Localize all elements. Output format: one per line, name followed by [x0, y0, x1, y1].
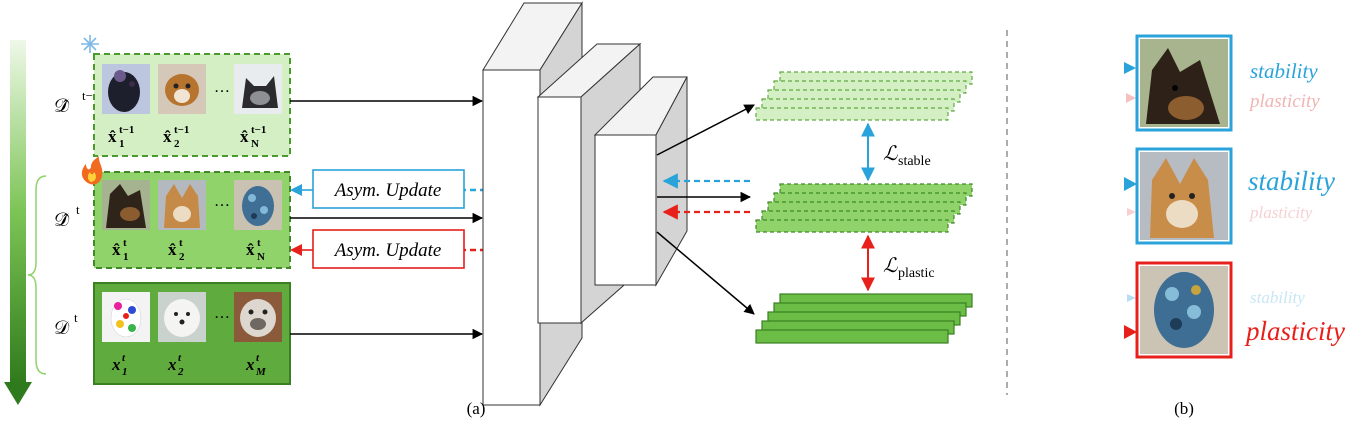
- svg-text:x̂: x̂: [246, 240, 255, 259]
- westie-thumbnail: [158, 292, 206, 342]
- ellipsis-real: …: [214, 305, 230, 322]
- svg-text:1: 1: [119, 138, 125, 150]
- dark-cat-thumbnail: [234, 64, 282, 114]
- ellipsis-prev: …: [214, 79, 230, 96]
- colorful-dog-thumbnail: [102, 292, 150, 342]
- svg-text:1: 1: [122, 366, 128, 378]
- item-labels-real: x 1 t x 2 t x M t: [111, 352, 267, 378]
- red-arrowhead: [290, 244, 302, 256]
- svg-text:plasticity: plasticity: [1248, 91, 1320, 112]
- svg-text:t−1: t−1: [251, 124, 266, 136]
- corgi-thumbnail: [158, 180, 206, 230]
- snowflake-icon: [81, 35, 99, 53]
- svg-text:2: 2: [177, 366, 184, 378]
- svg-text:Asym. Update: Asym. Update: [333, 180, 442, 201]
- svg-text:t: t: [123, 237, 127, 249]
- panel-b-row-2: stability plasticity: [1040, 147, 1335, 245]
- network-layer-3: [593, 76, 688, 287]
- svg-text:t−1: t−1: [174, 124, 189, 136]
- svg-text:1: 1: [123, 251, 129, 263]
- svg-text:stability: stability: [1250, 288, 1305, 307]
- panel-b-row-3: stability plasticity: [1040, 261, 1345, 359]
- asym-update-box-blue: Asym. Update: [312, 169, 465, 209]
- curly-brace: [27, 175, 47, 375]
- svg-text:2: 2: [179, 251, 185, 263]
- svg-text:t−1: t−1: [119, 124, 134, 136]
- svg-text:𝒟̂: 𝒟̂: [54, 210, 70, 231]
- svg-text:x̂: x̂: [108, 127, 117, 146]
- svg-text:x: x: [245, 355, 255, 374]
- svg-text:t: t: [74, 310, 78, 325]
- german-shepherd-thumbnail-large: [1140, 39, 1228, 127]
- arrow-to-real-features: [656, 231, 755, 315]
- blue-blob-thumbnail-large: [1140, 266, 1228, 354]
- svg-text:stable: stable: [898, 154, 931, 169]
- svg-text:…: …: [214, 305, 230, 322]
- panel-b-row-1: stability plasticity: [1040, 34, 1320, 132]
- svg-text:t: t: [178, 352, 182, 364]
- svg-text:…: …: [214, 79, 230, 96]
- black-dog-thumbnail: [102, 64, 150, 114]
- set-label-real: 𝒟 t: [54, 310, 78, 339]
- german-shepherd-thumbnail: [102, 180, 150, 230]
- feature-stack-prev: [755, 71, 973, 121]
- puppy-thumbnail: [158, 64, 206, 114]
- svg-text:x: x: [167, 355, 177, 374]
- blue-arrowhead: [290, 184, 302, 196]
- asym-update-box-red: Asym. Update: [312, 229, 465, 269]
- feature-stack-real: [755, 293, 973, 344]
- svg-text:plasticity: plasticity: [1244, 316, 1345, 346]
- flame-icon: [81, 156, 103, 185]
- svg-text:stability: stability: [1250, 59, 1318, 83]
- svg-text:x̂: x̂: [112, 240, 121, 259]
- svg-text:t: t: [256, 352, 260, 364]
- svg-text:x̂: x̂: [163, 127, 172, 146]
- svg-text:ℒ: ℒ: [883, 255, 898, 277]
- svg-text:N: N: [251, 138, 259, 150]
- bulldog-thumbnail: [234, 292, 282, 342]
- svg-text:…: …: [214, 193, 230, 210]
- caption-b: (b): [1174, 399, 1194, 418]
- svg-text:ℒ: ℒ: [883, 143, 898, 165]
- feature-stack-current: [755, 183, 973, 233]
- svg-text:N: N: [257, 251, 265, 263]
- svg-text:Asym. Update: Asym. Update: [333, 240, 442, 261]
- corgi-thumbnail-large: [1140, 152, 1228, 240]
- svg-text:𝒟̂: 𝒟̂: [54, 96, 70, 117]
- ellipsis-current: …: [214, 193, 230, 210]
- svg-text:x̂: x̂: [240, 127, 249, 146]
- svg-text:t: t: [76, 202, 80, 217]
- set-label-current: 𝒟̂ t: [54, 202, 80, 231]
- set-label-prev: 𝒟̂ t−1: [54, 88, 99, 117]
- arrow-to-prev-features: [656, 104, 755, 156]
- blue-blob-thumbnail: [234, 180, 282, 230]
- svg-text:t: t: [122, 352, 126, 364]
- svg-text:t: t: [257, 237, 261, 249]
- svg-text:M: M: [255, 366, 267, 378]
- loss-plastic-label: ℒ plastic: [883, 255, 935, 281]
- item-labels-prev: x̂ 1 t−1 x̂ 2 t−1 x̂ N t−1: [108, 124, 266, 150]
- svg-text:plasticity: plasticity: [1249, 203, 1313, 222]
- svg-text:t: t: [179, 237, 183, 249]
- svg-text:𝒟: 𝒟: [54, 318, 70, 339]
- caption-a: (a): [467, 399, 486, 418]
- time-arrow: [4, 40, 32, 405]
- svg-text:x: x: [111, 355, 121, 374]
- svg-text:x̂: x̂: [168, 240, 177, 259]
- svg-text:2: 2: [174, 138, 180, 150]
- item-labels-current: x̂ 1 t x̂ 2 t x̂ N t: [112, 237, 265, 263]
- svg-text:plastic: plastic: [898, 266, 935, 281]
- loss-stable-label: ℒ stable: [883, 143, 931, 169]
- svg-text:stability: stability: [1248, 166, 1335, 196]
